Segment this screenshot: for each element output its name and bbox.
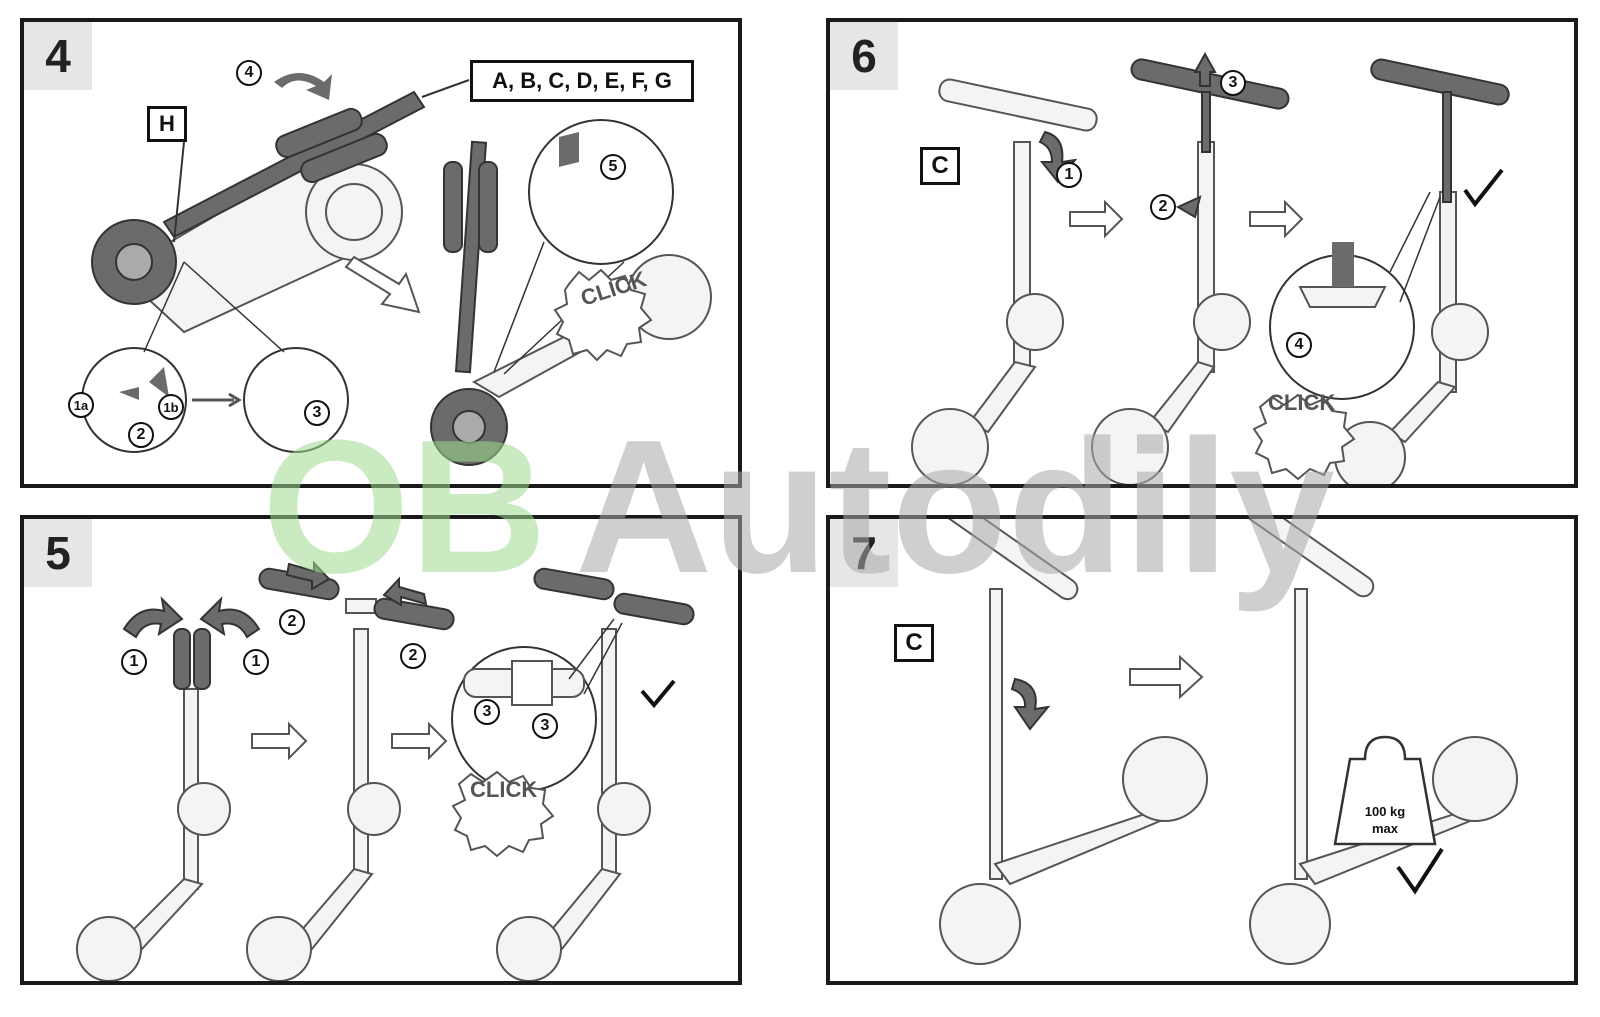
panel-step-5: 5 1 1 2 2 3 3 CLICK <box>20 515 742 985</box>
panel-step-7: 7 C 100 kg max <box>826 515 1578 985</box>
part-h-label: H <box>147 106 187 142</box>
detail-circle-2 <box>243 347 349 453</box>
arrow-right-icon <box>1069 199 1124 239</box>
weight-value: 100 kg <box>1364 804 1406 819</box>
part-c-label: C <box>894 624 934 662</box>
click-burst-icon <box>553 268 653 362</box>
step-badge-1: 1 <box>1056 162 1082 188</box>
panel-step-6: 6 C 1 2 3 4 CLICK <box>826 18 1578 488</box>
lock-and-ride-illustration <box>939 519 1518 965</box>
step-badge-1b: 1b <box>158 394 184 420</box>
step-badge-1-right: 1 <box>243 649 269 675</box>
arrow-right-icon <box>251 721 308 761</box>
weight-icon <box>1333 735 1437 846</box>
step-badge-2: 2 <box>128 422 154 448</box>
handlebar-assembly-illustration <box>76 560 695 981</box>
scooter-folded-illustration <box>81 73 712 466</box>
step-badge-2-right: 2 <box>400 643 426 669</box>
step-number: 4 <box>24 22 92 90</box>
step-badge-3-left: 3 <box>474 699 500 725</box>
weight-max: max <box>1371 821 1399 836</box>
parts-label: A, B, C, D, E, F, G <box>470 60 694 102</box>
handlebar-raise-illustration <box>911 51 1510 484</box>
arrow-right-icon <box>344 255 421 314</box>
rotate-arrow-icon <box>1010 677 1051 731</box>
click-label: CLICK <box>470 777 538 802</box>
step-badge-2-left: 2 <box>279 609 305 635</box>
panel-step-4: 4 A, B, C, D, E, F, G H 1a 1b 2 3 4 5 CL… <box>20 18 742 488</box>
step-badge-3-right: 3 <box>532 713 558 739</box>
step-number: 6 <box>830 22 898 90</box>
checkmark-icon <box>1396 847 1444 895</box>
step-badge-4: 4 <box>236 60 262 86</box>
arrow-right-icon <box>1129 654 1204 700</box>
checkmark-icon <box>1463 168 1504 208</box>
step-badge-4: 4 <box>1286 332 1312 358</box>
step-number: 5 <box>24 519 92 587</box>
click-burst-icon <box>451 770 555 858</box>
step-badge-1-left: 1 <box>121 649 147 675</box>
arrow-right-icon <box>1249 199 1304 239</box>
arrow-right-icon <box>391 721 448 761</box>
detail-circle-3 <box>528 119 674 265</box>
step-badge-3: 3 <box>1220 70 1246 96</box>
step-badge-3: 3 <box>304 400 330 426</box>
step-number: 7 <box>830 519 898 587</box>
click-label: CLICK <box>1268 390 1336 415</box>
click-burst-icon <box>1252 393 1356 481</box>
step-badge-5: 5 <box>600 154 626 180</box>
part-c-label: C <box>920 147 960 185</box>
rotate-arrow-icon <box>274 73 332 100</box>
step-badge-2: 2 <box>1150 194 1176 220</box>
checkmark-icon <box>640 679 676 709</box>
step-badge-1a: 1a <box>68 392 94 418</box>
